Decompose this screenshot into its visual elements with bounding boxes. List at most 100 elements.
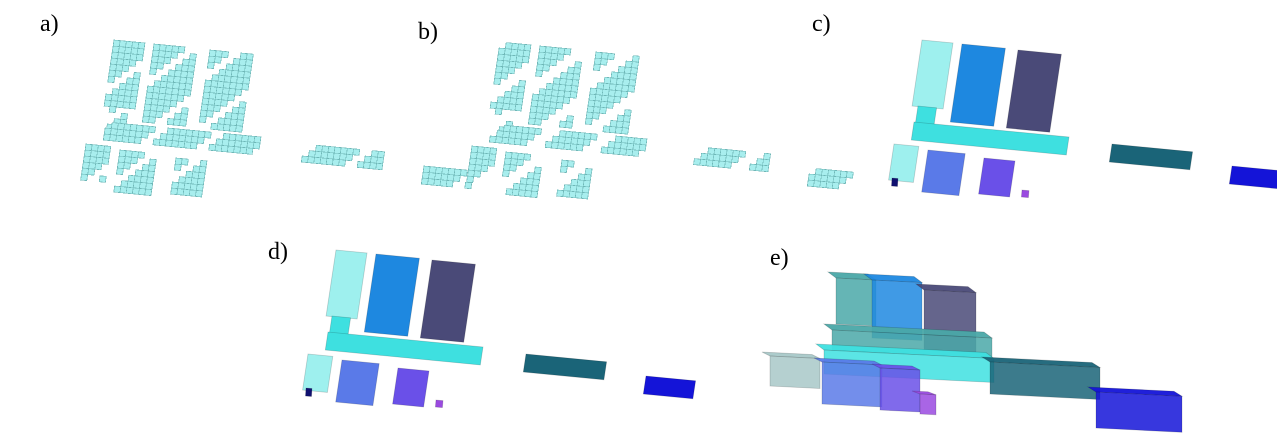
lower-left-voxel — [87, 168, 96, 176]
corridor-voxel — [252, 142, 261, 150]
building-large-1-voxel — [549, 58, 558, 67]
building-large-1-voxel — [563, 48, 572, 56]
east-wing-voxel — [761, 164, 770, 173]
building-small — [325, 249, 368, 320]
panel-c-label: c) — [812, 11, 831, 37]
small-dark-block — [305, 387, 313, 397]
building-large-2-voxel — [599, 58, 608, 66]
building-small-voxel — [128, 102, 137, 110]
building-large-1-voxel — [565, 121, 574, 129]
building-large-2-voxel — [620, 90, 629, 98]
building-large-2 — [1005, 49, 1062, 133]
lower-block-1-voxel — [530, 190, 539, 198]
model-east-wing-top — [980, 356, 1102, 368]
lower-block-2-voxel — [173, 163, 182, 171]
building-large-2-voxel — [198, 115, 207, 123]
corridor-voxel — [189, 142, 198, 150]
model-west-wing-top — [761, 351, 821, 359]
building-large-2-voxel — [627, 85, 636, 93]
lower-block-1 — [501, 151, 542, 198]
building-large-1 — [141, 43, 197, 127]
model-corridor-top — [814, 343, 996, 359]
building-large-2-voxel — [241, 83, 250, 91]
building-large-1-voxel — [163, 56, 172, 65]
panel-b-label: b) — [418, 19, 438, 45]
east-wing — [522, 353, 608, 381]
east-end-voxel — [459, 169, 468, 177]
building-small-voxel — [493, 77, 502, 85]
east-end-voxel — [452, 174, 461, 182]
lower-block-2 — [556, 159, 593, 200]
building-large-1 — [949, 43, 1006, 127]
building-small-voxel — [121, 64, 130, 73]
corridor — [910, 121, 1070, 156]
lower-block-2 — [392, 367, 430, 408]
building-large-1-voxel — [169, 100, 178, 108]
east-end-voxel — [445, 180, 454, 188]
lower-block-2-voxel — [194, 190, 203, 198]
east-end — [642, 375, 697, 400]
building-large-1-voxel — [183, 89, 192, 97]
building-small-voxel — [114, 70, 123, 78]
model-lower-3-front — [919, 393, 937, 416]
east-wing-voxel — [738, 150, 747, 158]
building-large-1-voxel — [177, 46, 186, 54]
building-small-voxel — [521, 56, 530, 64]
building-large-1-voxel — [534, 118, 543, 126]
corridor-voxel — [148, 125, 157, 134]
corridor — [102, 122, 262, 155]
lower-block-2-voxel — [566, 160, 575, 168]
lower-left-voxel — [101, 157, 110, 165]
corridor-voxel — [631, 149, 640, 157]
building-large-1-voxel — [176, 94, 185, 102]
building-large-1-voxel — [148, 116, 157, 124]
lower-left — [888, 143, 920, 183]
building-large-1-voxel — [569, 91, 578, 99]
lower-block-2 — [978, 157, 1016, 198]
building-large-1-voxel — [541, 112, 550, 121]
lower-left-voxel — [94, 162, 103, 171]
lower-left-voxel — [473, 170, 482, 178]
lower-left-voxel — [98, 175, 107, 183]
corridor — [324, 331, 484, 366]
building-large-2-voxel — [606, 101, 615, 109]
corridor-voxel — [203, 131, 212, 139]
corridor — [488, 124, 648, 157]
lower-left-voxel — [80, 173, 89, 181]
corridor-voxel — [526, 133, 535, 141]
model-lower-2-front — [879, 367, 921, 413]
small-purple-block — [1020, 189, 1030, 199]
east-wing — [1108, 143, 1194, 171]
building-large-1-voxel — [535, 69, 544, 77]
building-large-1-voxel — [149, 67, 158, 75]
panel-a-label: a) — [40, 11, 59, 37]
lower-left — [80, 143, 112, 183]
building-small-voxel — [500, 72, 509, 80]
lower-block-1-voxel — [516, 158, 525, 167]
building-large-2-voxel — [212, 104, 221, 113]
building-small-voxel — [514, 104, 523, 112]
corridor-voxel — [638, 144, 647, 152]
lower-block-1-voxel — [137, 151, 146, 159]
lower-block-2 — [170, 157, 208, 198]
corridor-voxel — [534, 127, 543, 136]
lower-block-1-voxel — [144, 188, 153, 196]
model-lower-1-front — [821, 361, 883, 408]
building-large-1 — [363, 253, 420, 337]
panel-d-label: d) — [268, 239, 288, 265]
model-east-end-front — [1095, 391, 1183, 433]
corridor-voxel — [245, 147, 254, 155]
east-wing — [300, 144, 386, 171]
building-small-voxel — [507, 66, 516, 75]
east-end — [420, 165, 473, 190]
panel-e-label: e) — [770, 245, 789, 271]
building-large-2-voxel — [205, 110, 214, 118]
lower-left — [302, 353, 334, 393]
building-large-1-voxel — [548, 107, 557, 115]
corridor-voxel — [519, 138, 528, 146]
building-large-2-voxel — [584, 117, 593, 125]
model-west-wing-front — [769, 355, 821, 389]
lower-block-2-voxel — [180, 158, 189, 166]
